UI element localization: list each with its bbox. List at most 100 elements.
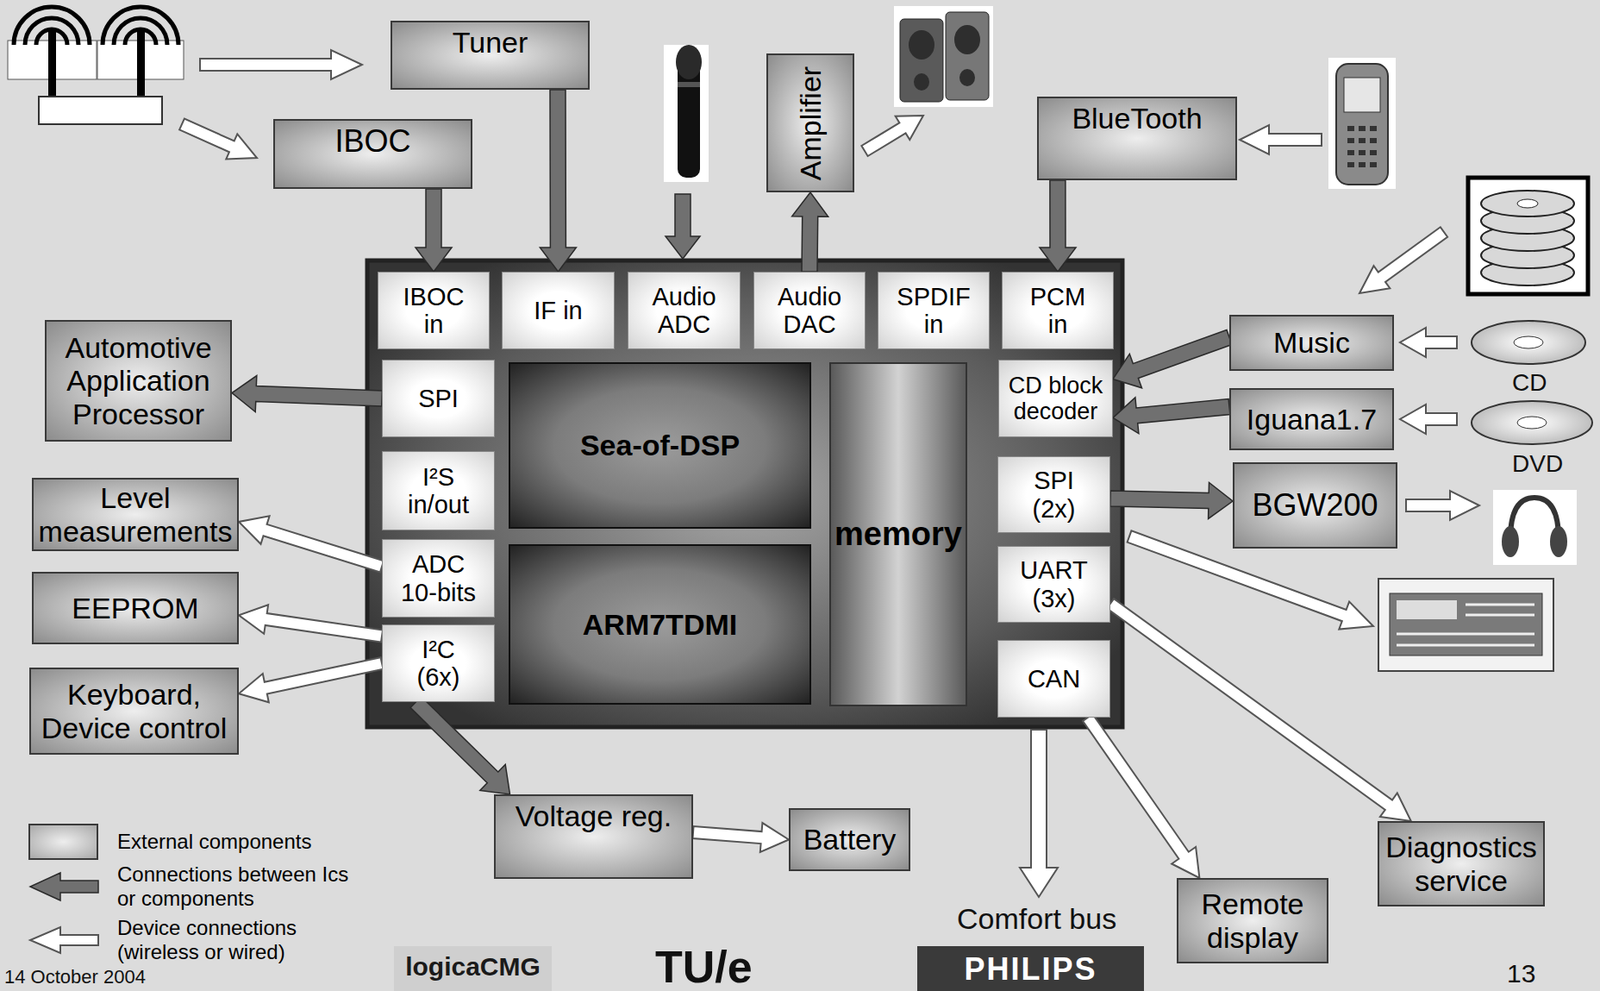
bus-label: Comfort bus: [956, 901, 1117, 936]
car-radio-icon: [1378, 578, 1554, 671]
component-box: memory: [829, 362, 968, 707]
component-box: Automotive Application Processor: [44, 319, 232, 442]
box-label: Remote display: [1181, 887, 1324, 953]
box-label: Diagnostics service: [1382, 830, 1540, 896]
disc-hole: [1517, 199, 1538, 208]
headphones-cup: [1501, 525, 1519, 557]
disc: [1471, 320, 1586, 364]
box-label: SPI (2x): [1015, 466, 1094, 523]
box-label: ARM7TDMI: [513, 607, 807, 641]
device-connection-arrow: [238, 604, 383, 642]
box-label: IF in: [506, 296, 610, 325]
box-label: ADC 10-bits: [395, 550, 482, 607]
antenna-pole: [48, 31, 57, 99]
headphones-band: [1510, 497, 1559, 539]
ic-connection-arrow: [1110, 481, 1233, 519]
component-box: IBOC in: [377, 271, 490, 350]
box-label: PCM in: [1018, 282, 1097, 339]
component-box: SPI: [381, 359, 495, 438]
logo-ground: [917, 945, 1144, 991]
ic-connection-arrow: [1039, 180, 1076, 272]
component-box: PCM in: [1001, 271, 1114, 350]
device-connection-arrow: [1106, 598, 1412, 821]
antenna-base: [38, 96, 163, 125]
box-label: Amplifier: [793, 65, 827, 180]
device-connection-arrow: [1082, 713, 1200, 878]
headphones-cup: [1550, 525, 1568, 557]
legend-sample-arrow: [30, 872, 99, 900]
disc-label: DVD: [1512, 450, 1563, 478]
phone-screen: [1343, 77, 1381, 113]
chip-outline: [367, 260, 1123, 727]
box-label: BlueTooth: [1042, 101, 1232, 135]
box-label: UART (3x): [1015, 556, 1094, 613]
speaker-cones: [908, 25, 981, 91]
disc-label: CD: [1512, 368, 1547, 397]
microphone-band: [677, 81, 700, 88]
component-box: Diagnostics service: [1377, 820, 1545, 907]
box-label: EEPROM: [37, 591, 234, 625]
box-label: Music: [1234, 325, 1389, 359]
component-box: EEPROM: [31, 571, 239, 644]
icon-ground: [1493, 489, 1577, 565]
icon-ground: [893, 6, 994, 107]
box-label: memory: [834, 515, 963, 553]
component-box: IBOC: [273, 118, 473, 189]
microphone-head: [675, 44, 702, 80]
component-box: Sea-of-DSP: [508, 362, 812, 529]
ic-arrow: [665, 193, 700, 259]
cd-disc-icon: [1471, 320, 1586, 364]
device-connection-arrow: [693, 822, 790, 852]
ic-connection-arrow: [415, 188, 452, 272]
component-box: BlueTooth: [1037, 96, 1238, 181]
page-number: 13: [1506, 958, 1536, 989]
legend-swatch: [28, 823, 99, 860]
component-box: UART (3x): [997, 545, 1111, 623]
box-label: SPDIF in: [890, 282, 977, 339]
component-box: Battery: [788, 807, 911, 871]
dvd-disc-icon: [1471, 400, 1593, 444]
antenna-pole: [137, 31, 145, 99]
legend-sample-arrow: [30, 926, 99, 953]
component-box: ARM7TDMI: [508, 543, 812, 705]
component-box: Tuner: [390, 20, 590, 90]
device-connection-arrow: [238, 656, 384, 702]
box-label: Voltage reg.: [499, 799, 688, 832]
phone-keypad: [1347, 125, 1377, 168]
component-box: I²C (6x): [381, 624, 495, 702]
box-label: Automotive Application Processor: [50, 331, 227, 430]
device-arrow: [179, 118, 257, 160]
component-box: SPI (2x): [997, 456, 1111, 533]
radio-front: [1389, 593, 1543, 656]
ic-connection-arrow: [410, 696, 511, 794]
radio-housing: [1378, 578, 1554, 671]
box-label: IBOC in: [394, 282, 473, 339]
box-label: SPI: [387, 384, 490, 413]
radio-display: [1396, 600, 1457, 619]
box-label: Sea-of-DSP: [513, 428, 807, 462]
antenna-icon: [7, 6, 184, 125]
ic-connection-arrow: [1112, 330, 1232, 388]
device-arrow: [200, 50, 363, 80]
component-box: IF in: [501, 271, 615, 350]
logo-text: PHILIPS: [917, 950, 1144, 987]
radio-buttons: [1396, 604, 1535, 645]
component-box: Music: [1229, 314, 1394, 371]
component-box: CD block decoder: [998, 359, 1113, 438]
box-label: Level measurements: [37, 481, 234, 547]
device-arrow: [1400, 404, 1457, 434]
disc: [1471, 400, 1593, 444]
device-arrow: [1019, 729, 1058, 897]
icon-frame: [1468, 177, 1588, 294]
component-box: I²S in/out: [381, 450, 495, 531]
legend-text: External components: [117, 829, 394, 854]
component-box: Audio DAC: [753, 271, 866, 350]
ic-connection-arrow: [1112, 397, 1231, 434]
microphone-icon: [663, 44, 709, 182]
box-label: Audio DAC: [766, 282, 853, 339]
speakers-icon: [893, 6, 994, 107]
device-connection-arrow: [238, 515, 384, 572]
phone-body: [1336, 63, 1388, 185]
component-box: BGW200: [1232, 462, 1398, 549]
